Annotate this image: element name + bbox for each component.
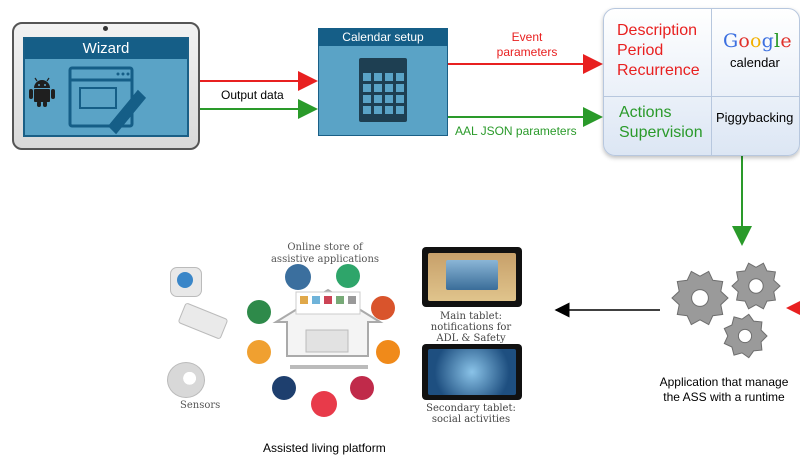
calendar-event-panel <box>603 8 800 156</box>
store-label: Online store of assistive applications <box>270 242 380 265</box>
sensors-label: Sensors <box>180 400 221 411</box>
secondary-tablet-screen <box>428 349 516 395</box>
alarm-app-icon <box>247 300 271 324</box>
tablet-camera <box>103 26 108 31</box>
tools-app-icon <box>285 264 311 290</box>
panel-divider-h <box>604 96 799 97</box>
mail-app-icon <box>350 376 374 400</box>
calendar-setup-title: Calendar setup <box>318 28 448 46</box>
idea-app-icon <box>247 340 271 364</box>
supervision-item: Supervision <box>619 124 703 141</box>
output-data-label: Output data <box>221 88 284 102</box>
google-logo: Google <box>723 30 792 52</box>
aal-json-label: AAL JSON parameters <box>455 124 577 138</box>
phone-book-app-icon <box>336 264 360 288</box>
google-letter: l <box>774 30 781 52</box>
wizard-title: Wizard <box>25 39 187 59</box>
building-app-icon <box>272 376 296 400</box>
main-tablet-label: Main tablet: notifications for ADL & Saf… <box>430 311 512 344</box>
secondary-tablet-label: Secondary tablet: social activities <box>426 403 516 425</box>
panel-divider-v <box>711 9 712 155</box>
platform-caption: Assisted living platform <box>263 441 386 455</box>
google-letter: e <box>780 30 792 52</box>
event-parameters-label: Event parameters <box>496 30 558 59</box>
google-letter: g <box>761 30 775 52</box>
siren-sensor-icon <box>167 362 205 398</box>
piggybacking-label: Piggybacking <box>716 110 794 125</box>
smart-plug-socket-icon <box>177 272 193 288</box>
main-tablet-photo <box>446 260 498 290</box>
actions-item: Actions <box>619 104 672 121</box>
google-letter: G <box>723 30 739 52</box>
description-item: Description <box>617 22 698 39</box>
phone-app-icon <box>376 340 400 364</box>
location-app-icon <box>311 391 337 417</box>
google-calendar-label: calendar <box>730 55 780 70</box>
toolbox-app-icon <box>371 296 395 320</box>
runtime-label: Application that manage the ASS with a r… <box>659 375 789 404</box>
period-item: Period <box>617 42 664 59</box>
recurrence-item: Recurrence <box>617 62 700 79</box>
google-letter: o <box>738 30 751 52</box>
google-letter: o <box>750 30 762 52</box>
